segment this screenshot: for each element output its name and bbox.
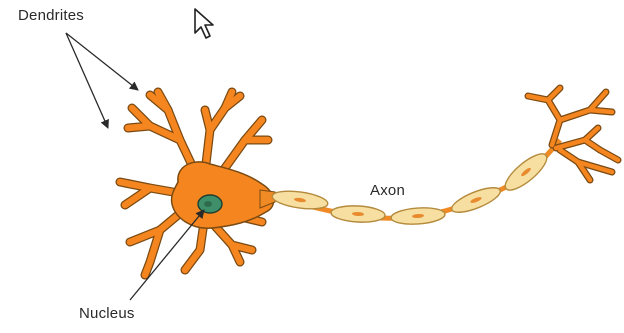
axon-label: Axon — [370, 182, 405, 199]
nucleus-label: Nucleus — [79, 305, 135, 322]
dendrites-pointer-upper — [66, 33, 138, 90]
mouse-pointer-icon — [193, 7, 215, 41]
dendrites-pointer-lower — [66, 33, 108, 128]
dendrites-label: Dendrites — [18, 7, 84, 24]
nucleus — [198, 195, 222, 213]
myelin-sheath — [271, 148, 552, 225]
